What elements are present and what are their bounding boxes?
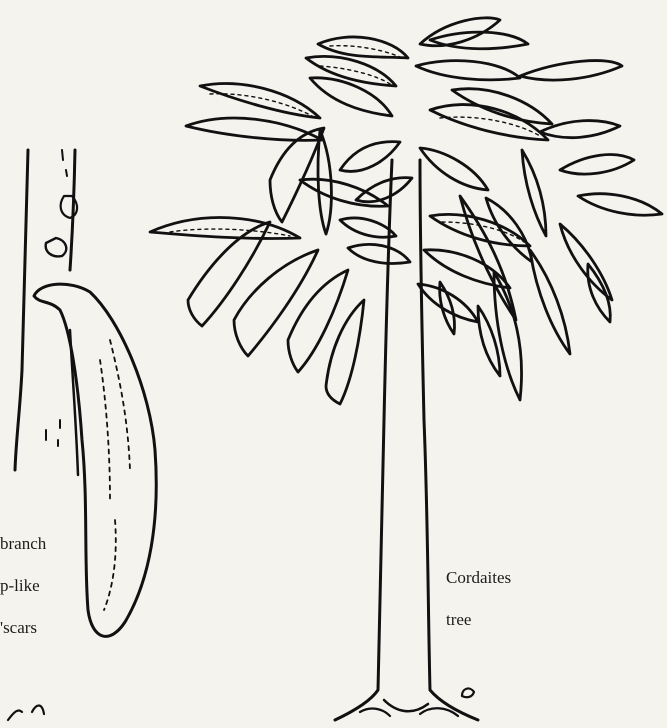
leaf-scar — [46, 238, 67, 256]
tree-caption: Cordaites tree — [446, 546, 511, 651]
branch-caption-line: 'scars — [0, 617, 46, 638]
tree-crown — [150, 18, 662, 404]
tree-caption-line: Cordaites — [446, 567, 511, 588]
leaf-veins — [170, 46, 540, 242]
tree-caption-line: tree — [446, 609, 511, 630]
branch-caption: branch p-like 'scars — [0, 512, 46, 659]
branch-fragment — [15, 150, 78, 475]
branch-caption-line: p-like — [0, 575, 46, 596]
branch-caption-line: branch — [0, 533, 46, 554]
strap-leaf — [34, 284, 156, 636]
paper-marks — [8, 689, 474, 720]
